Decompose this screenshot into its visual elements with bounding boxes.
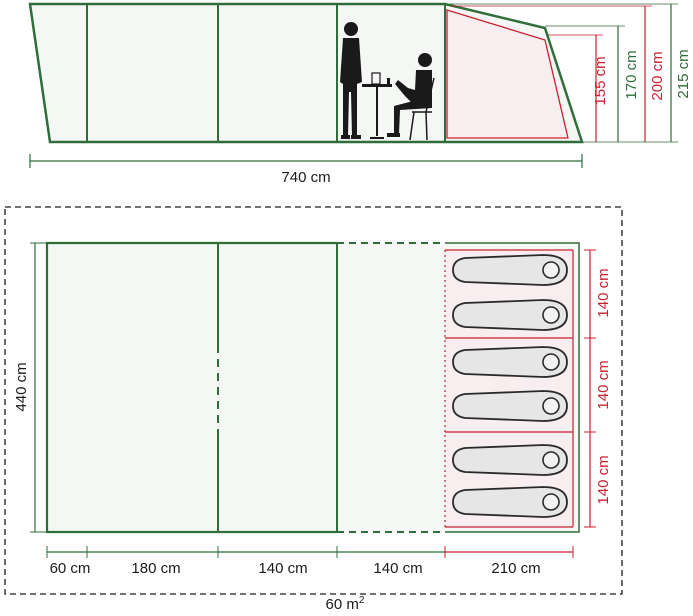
table-icon — [362, 72, 392, 139]
width-label: 440 cm — [13, 362, 30, 411]
segment-label-140a: 140 cm — [258, 560, 307, 577]
bedroom-depth-label-2: 140 cm — [595, 360, 612, 409]
sleeping-bag-icon — [452, 346, 568, 378]
height-215-label: 215 cm — [675, 49, 692, 98]
sleeping-bag-icon — [452, 486, 568, 518]
segment-label-180: 180 cm — [131, 560, 180, 577]
height-200-label: 200 cm — [649, 51, 666, 100]
segment-label-210: 210 cm — [491, 560, 540, 577]
pitch-boundary — [4, 206, 623, 595]
bedroom-area — [445, 250, 573, 527]
height-170-label: 170 cm — [623, 50, 640, 99]
bedroom-depth-label-3: 140 cm — [595, 455, 612, 504]
segment-label-60: 60 cm — [50, 560, 91, 577]
sleeping-bag-icon — [452, 299, 568, 331]
area-unit-superscript: 2 — [359, 595, 365, 606]
length-label: 740 cm — [281, 169, 330, 186]
sleeping-bags — [452, 254, 568, 518]
tent-floor-outline — [45, 241, 337, 534]
side-bedroom-outline — [446, 9, 569, 139]
sleeping-bag-icon — [452, 390, 568, 422]
segment-label-140b: 140 cm — [373, 560, 422, 577]
area-label: 60 m2 — [326, 595, 365, 613]
sleeping-bag-icon — [452, 444, 568, 476]
seated-person-icon — [387, 53, 432, 137]
floor-plan: 440 cm 140 cm 140 cm 140 cm 60 cm 180 cm… — [4, 206, 623, 613]
area-value: 60 m — [326, 596, 359, 613]
height-155-label: 155 cm — [592, 56, 609, 105]
standing-person-icon — [340, 22, 362, 139]
side-view: 740 cm 155 cm 170 cm 200 cm 215 cm — [28, 2, 692, 186]
bedroom-depth-label-1: 140 cm — [595, 268, 612, 317]
sleeping-bag-icon — [452, 254, 568, 286]
rear-wall-outline — [445, 242, 580, 533]
chair-icon — [409, 77, 435, 141]
